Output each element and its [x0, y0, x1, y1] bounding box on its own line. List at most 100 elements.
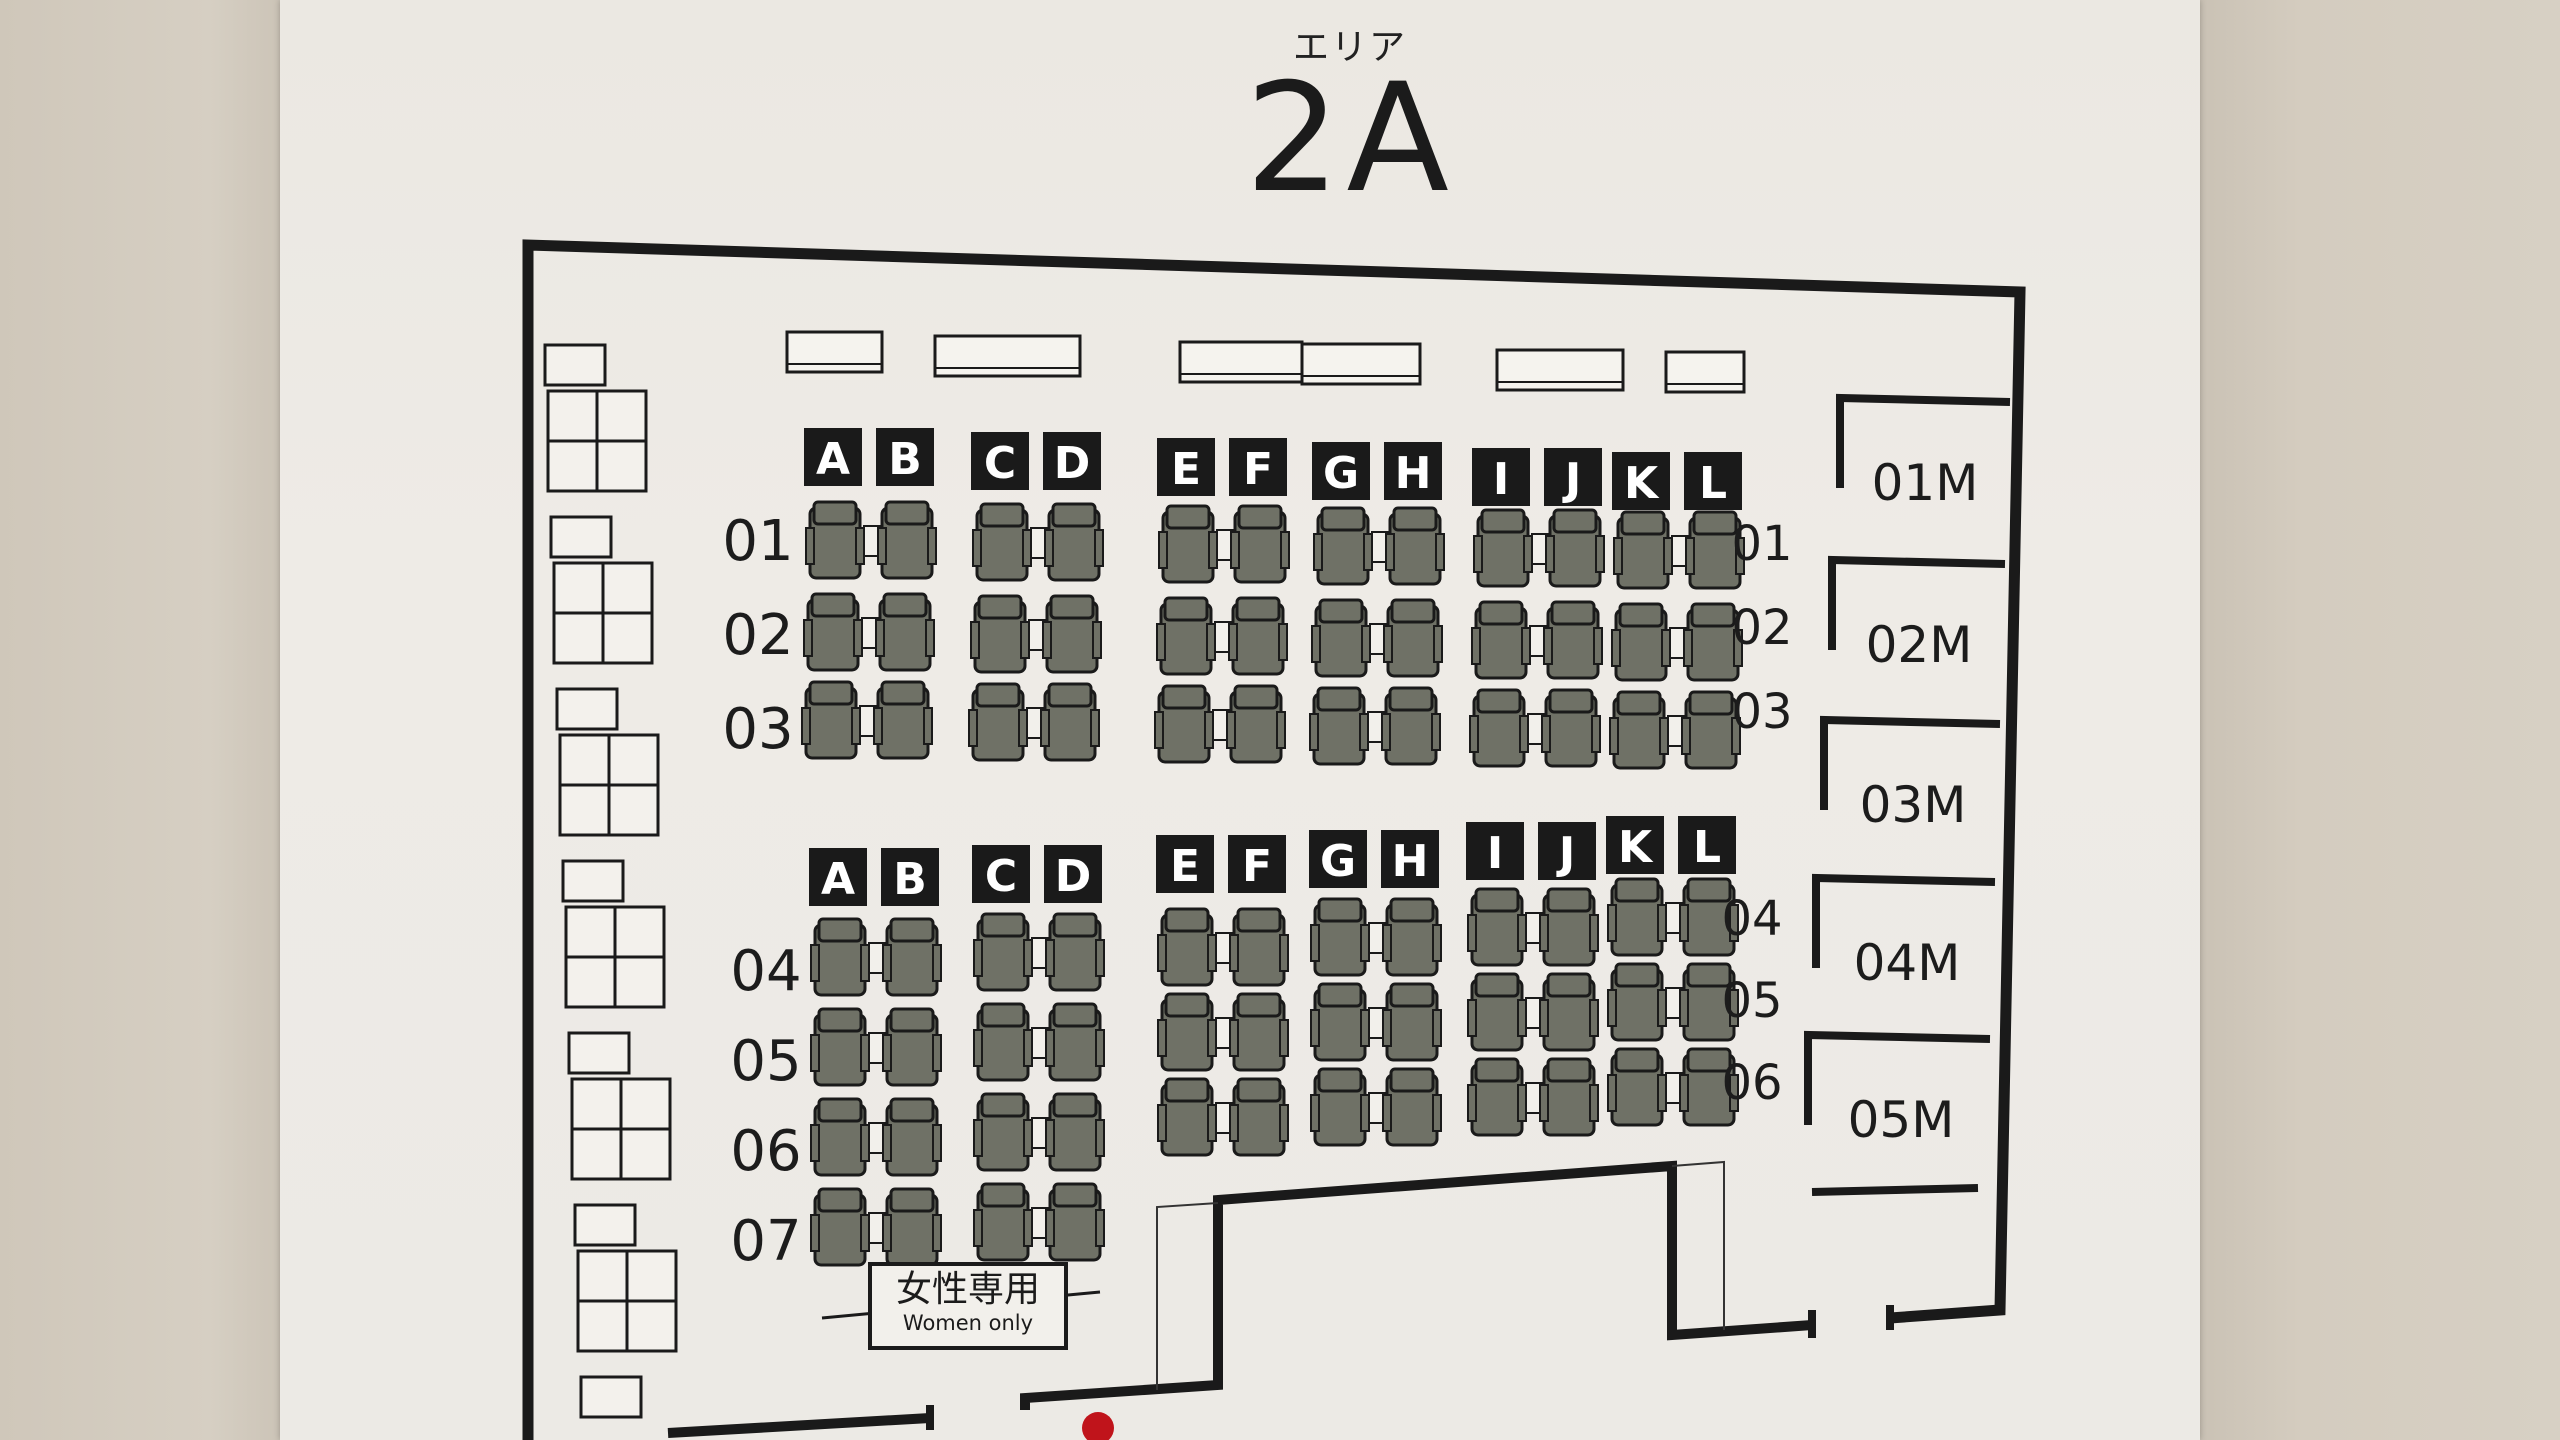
column-label: I: [1487, 828, 1503, 879]
seat: [1310, 982, 1370, 1062]
seat: [1045, 1182, 1105, 1262]
column-label-box: [1472, 448, 1530, 506]
seat-arm: [860, 944, 870, 982]
seat-arm: [1613, 537, 1623, 575]
seat-arm: [1539, 999, 1549, 1037]
column-label-box: [1544, 448, 1602, 506]
column-label: D: [1055, 851, 1092, 902]
seat-arm: [1661, 629, 1671, 667]
door-line-left: [1156, 1202, 1219, 1390]
seat-arm: [801, 707, 811, 745]
seat-back: [889, 1187, 935, 1213]
seat: [972, 502, 1032, 582]
column-label: B: [888, 434, 922, 485]
seat-arm: [1595, 535, 1605, 573]
seat-arm: [1609, 717, 1619, 755]
seat-arm: [1432, 1009, 1442, 1047]
seat-back: [1236, 907, 1282, 933]
seat-arm: [1360, 1009, 1370, 1047]
seat-back: [1233, 684, 1279, 710]
seat: [1229, 1077, 1289, 1157]
seat-arm: [972, 529, 982, 567]
seat-back: [1474, 887, 1520, 913]
seat-back: [1546, 1057, 1592, 1083]
seat-back: [1692, 510, 1738, 536]
seat-arm: [1679, 1074, 1689, 1112]
seat: [1473, 508, 1533, 588]
seat-back: [1049, 594, 1095, 620]
seat-back: [980, 1002, 1026, 1028]
location-marker: [1082, 1412, 1114, 1440]
seat-arm: [1363, 533, 1373, 571]
column-label-box: [1156, 835, 1214, 893]
bottom-wall-left: [667, 1413, 931, 1438]
seat: [1679, 877, 1739, 957]
seat: [1609, 690, 1669, 770]
seat-back: [1052, 1092, 1098, 1118]
wall-counter: [579, 1375, 643, 1419]
cabinet: [785, 330, 884, 374]
seat: [882, 1187, 942, 1267]
seat: [1229, 992, 1289, 1072]
seat-arm: [1279, 934, 1289, 972]
seat-arm: [803, 619, 813, 657]
cabinet: [1664, 350, 1746, 394]
seat-arm: [1157, 1104, 1167, 1142]
seat-arm: [873, 707, 883, 745]
seat-arm: [932, 1124, 942, 1162]
room-label: 03M: [1860, 776, 1967, 834]
seat-arm: [1023, 1029, 1033, 1067]
seat-arm: [923, 707, 933, 745]
seat-arm: [1206, 623, 1216, 661]
room-wall: [1828, 555, 2006, 650]
cabinet: [1178, 340, 1304, 384]
seat-arm: [932, 1034, 942, 1072]
seat-arm: [968, 709, 978, 747]
column-label: C: [985, 851, 1017, 902]
seat: [1156, 596, 1216, 676]
seat: [1045, 912, 1105, 992]
row-label-left: 01: [722, 509, 793, 574]
seat: [1382, 897, 1442, 977]
seat-arm: [1044, 529, 1054, 567]
seat-back: [1318, 598, 1364, 624]
column-label: K: [1624, 458, 1660, 509]
row-label-right: 02: [1731, 600, 1792, 656]
seat-back: [1616, 690, 1662, 716]
seat: [1230, 504, 1290, 584]
seat-back: [882, 592, 928, 618]
seat-arm: [882, 1034, 892, 1072]
seat-back: [1236, 992, 1282, 1018]
seat-back: [817, 1187, 863, 1213]
seat-back: [979, 502, 1025, 528]
seat-back: [1474, 1057, 1520, 1083]
wall-counter: [549, 515, 613, 559]
seat-back: [980, 1092, 1026, 1118]
seat-arm: [1157, 934, 1167, 972]
seat: [1681, 690, 1741, 770]
seat-arm: [1279, 1019, 1289, 1057]
seat: [973, 1002, 1033, 1082]
seat: [1545, 508, 1605, 588]
seat-arm: [1679, 904, 1689, 942]
seat-arm: [1207, 934, 1217, 972]
column-label-box: [876, 428, 934, 486]
cabinet: [933, 334, 1082, 378]
seat: [882, 1007, 942, 1087]
seat-back: [1052, 912, 1098, 938]
seat-arm: [1545, 535, 1555, 573]
seat-arm: [1467, 914, 1477, 952]
seat-arm: [1228, 623, 1238, 661]
seat: [1157, 1077, 1217, 1157]
seat-arm: [1229, 934, 1239, 972]
center-room-wall: [1020, 1160, 1813, 1410]
seat-back: [1235, 596, 1281, 622]
seat: [805, 500, 865, 580]
seat-arm: [1467, 999, 1477, 1037]
seat-arm: [1541, 715, 1551, 753]
seat-arm: [1523, 535, 1533, 573]
seat-back: [884, 500, 930, 526]
seat-back: [1546, 887, 1592, 913]
seat-arm: [1382, 1009, 1392, 1047]
